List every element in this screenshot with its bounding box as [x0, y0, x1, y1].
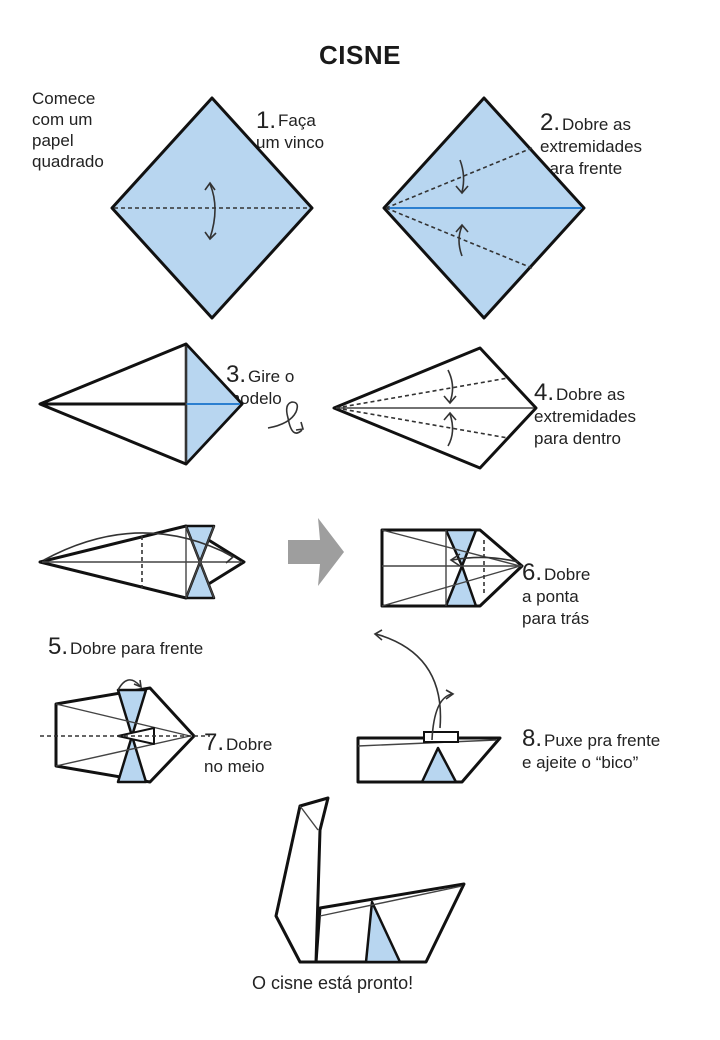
- intro-text: Comece com um papel quadrado: [32, 89, 104, 171]
- step-1-text: Faça um vinco: [256, 111, 325, 152]
- step-7-text: Dobre no meio: [204, 735, 273, 776]
- step-7-label: 7.Dobre no meio: [204, 710, 272, 778]
- step-8-label: 8.Puxe pra frente e ajeite o “bico”: [522, 706, 660, 774]
- step-4-text: Dobre as extremidades para dentro: [534, 385, 637, 448]
- page-title: CISNE: [319, 40, 401, 70]
- step-2-number: 2.: [540, 109, 561, 136]
- step-8-number: 8.: [522, 725, 543, 752]
- step-3-diagram: [38, 342, 244, 466]
- step-8-text: Puxe pra frente e ajeite o “bico”: [522, 731, 661, 772]
- step-5-label: 5.Dobre para frente: [48, 614, 203, 660]
- step-3-number: 3.: [226, 361, 247, 388]
- step-4-label: 4.Dobre as extremidades para dentro: [534, 360, 636, 450]
- step-2-text: Dobre as extremidades para frente: [540, 115, 643, 178]
- step-4-number: 4.: [534, 379, 555, 406]
- step-7-diagram: [40, 679, 210, 784]
- step-1-label: 1.Faça um vinco: [256, 88, 324, 156]
- step-6-diagram: [380, 528, 524, 608]
- step-5-text: Dobre para frente: [70, 639, 204, 658]
- step-6-label: 6.Dobre a ponta para trás: [522, 540, 590, 630]
- step-1-diagram: [110, 96, 314, 320]
- step-2-diagram: [382, 96, 586, 320]
- step-6-text: Dobre a ponta para trás: [522, 565, 591, 628]
- step-5-number: 5.: [48, 633, 69, 660]
- step-2-label: 2.Dobre as extremidades para frente: [540, 90, 642, 180]
- step-1-number: 1.: [256, 107, 277, 134]
- step-8-diagram: [356, 629, 502, 784]
- step-6-number: 6.: [522, 559, 543, 586]
- step-5-diagram: [38, 524, 246, 600]
- next-step-arrow: [288, 518, 344, 586]
- step-4-diagram: [332, 346, 538, 470]
- final-caption: O cisne está pronto!: [252, 973, 414, 993]
- turn-over-icon: [267, 401, 305, 434]
- final-swan-diagram: [274, 796, 466, 964]
